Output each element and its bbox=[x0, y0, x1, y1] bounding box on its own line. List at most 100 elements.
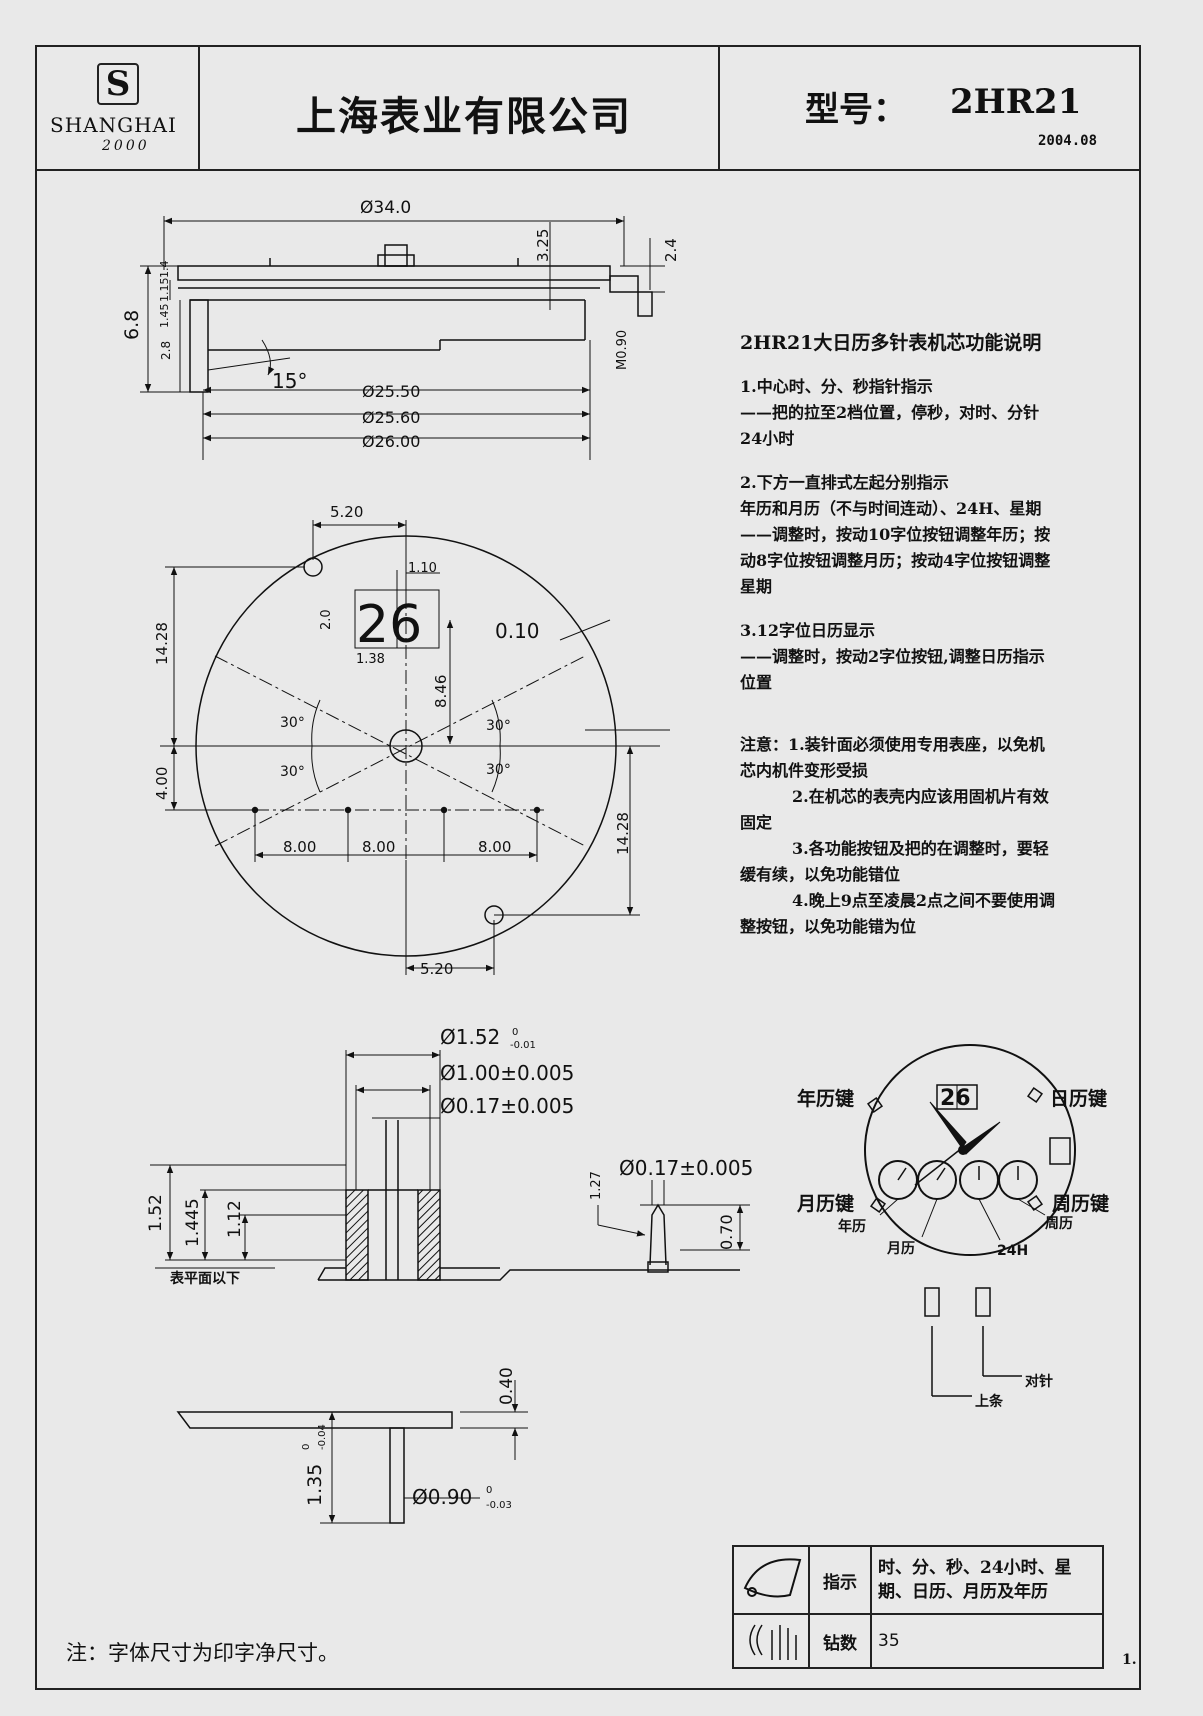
dim-1-15: 1.15 bbox=[158, 278, 171, 303]
hand-post-section bbox=[150, 1050, 750, 1281]
indication-value: 时、分、秒、24小时、星 期、日历、月历及年历 bbox=[870, 1545, 1104, 1615]
section-3-line: 位置 bbox=[740, 673, 773, 692]
angle-30-c: 30° bbox=[486, 718, 511, 734]
jewel-icon-cell bbox=[732, 1613, 810, 1669]
angle-15: 15° bbox=[272, 369, 307, 393]
dim-1-4: 1.4 bbox=[158, 261, 171, 279]
title-block bbox=[37, 47, 1139, 171]
dim-2-8: 2.8 bbox=[159, 341, 173, 360]
dim-m0-90: M0.90 bbox=[615, 330, 630, 370]
dim-1-10: 1.10 bbox=[408, 561, 437, 576]
hand-icon-cell bbox=[732, 1545, 810, 1615]
tol-0-90-upper: 0 bbox=[486, 1485, 492, 1496]
year-subdial-label: 年历 bbox=[838, 1218, 866, 1235]
day-key-label: 日历键 bbox=[1050, 1087, 1107, 1110]
section-2-line: ——调整时，按动10字位按钮调整年历；按 bbox=[740, 525, 1051, 544]
dim-1-27: 1.27 bbox=[589, 1171, 604, 1200]
dim-1-52: 1.52 bbox=[146, 1194, 166, 1232]
angle-30-a: 30° bbox=[280, 715, 305, 731]
page-number: 1. bbox=[1122, 1652, 1137, 1668]
tol-1-35-lower: -0.04 bbox=[317, 1424, 328, 1450]
jewels-label: 钻数 bbox=[808, 1613, 872, 1669]
dim-0-70: 0.70 bbox=[717, 1214, 736, 1250]
jewels-value: 35 bbox=[870, 1613, 1104, 1669]
section-2-title: 2.下方一直排式左起分别指示 bbox=[740, 473, 949, 492]
section-2-line: 星期 bbox=[740, 577, 773, 596]
dim-5-20-top: 5.20 bbox=[330, 503, 363, 521]
dial-schematic bbox=[864, 1044, 1076, 1397]
dim-14-28-left: 14.28 bbox=[153, 622, 171, 665]
dim-2-4: 2.4 bbox=[662, 238, 680, 262]
section-2-line: 年历和月历（不与时间连动）、24H、星期 bbox=[740, 499, 1042, 518]
dim-dia-1-52: Ø1.52 bbox=[440, 1025, 500, 1049]
dim-dia-0-17: Ø0.17±0.005 bbox=[440, 1094, 574, 1118]
caution-1: 注意：1.装针面必须使用专用表座，以免机 bbox=[740, 735, 1045, 754]
caution-3: 3.各功能按钮及把的在调整时，要轻 bbox=[792, 839, 1049, 858]
indication-value-line: 时、分、秒、24小时、星 bbox=[878, 1558, 1072, 1578]
angle-30-b: 30° bbox=[280, 764, 305, 780]
dim-dia-25-50: Ø25.50 bbox=[362, 382, 420, 401]
caution-4-cont: 整按钮，以免功能错为位 bbox=[740, 917, 917, 936]
dim-0-40: 0.40 bbox=[497, 1367, 517, 1405]
notes-title: 2HR21大日历多针表机芯功能说明 bbox=[740, 332, 1042, 354]
indication-value-line: 期、日历、月历及年历 bbox=[878, 1582, 1048, 1602]
dim-8-00-c: 8.00 bbox=[478, 838, 511, 856]
header-divider bbox=[718, 47, 720, 169]
dim-dia-34: Ø34.0 bbox=[360, 198, 411, 218]
hand-section bbox=[176, 1380, 528, 1524]
dim-dia-0-90: Ø0.90 bbox=[412, 1485, 472, 1509]
month-key-label: 月历键 bbox=[796, 1192, 854, 1215]
movement-side-view bbox=[140, 216, 665, 460]
dim-dia-26-00: Ø26.00 bbox=[362, 432, 420, 451]
caution-2: 2.在机芯的表壳内应该用固机片有效 bbox=[792, 787, 1049, 806]
dim-14-28-right: 14.28 bbox=[614, 812, 632, 855]
dim-4-00: 4.00 bbox=[153, 767, 171, 800]
below-surface-label: 表平面以下 bbox=[169, 1270, 240, 1287]
dim-dia-1-00: Ø1.00±0.005 bbox=[440, 1061, 574, 1085]
model-label: 型号： bbox=[805, 90, 907, 130]
week-key-label: 周历键 bbox=[1052, 1192, 1109, 1215]
month-subdial-label: 月历 bbox=[886, 1241, 915, 1257]
year-key-label: 年历键 bbox=[797, 1087, 854, 1110]
movement-plan-view bbox=[160, 520, 670, 975]
tol-1-52-lower: -0.01 bbox=[510, 1040, 536, 1051]
drawing-sheet bbox=[35, 45, 1141, 1690]
dim-1-45: 1.45 bbox=[158, 304, 171, 329]
dim-8-00-b: 8.00 bbox=[362, 838, 395, 856]
brand-name: SHANGHAI bbox=[50, 113, 177, 137]
dim-6-8: 6.8 bbox=[121, 310, 143, 340]
dim-8-00-a: 8.00 bbox=[283, 838, 316, 856]
shanghai-logo: S bbox=[97, 63, 139, 105]
dim-2-0: 2.0 bbox=[319, 609, 334, 630]
dial-date-digits: 26 bbox=[940, 1086, 971, 1111]
dim-3-25: 3.25 bbox=[534, 229, 552, 262]
tol-0-90-lower: -0.03 bbox=[486, 1500, 512, 1511]
dim-8-46: 8.46 bbox=[432, 675, 450, 708]
drawing-date: 2004.08 bbox=[1038, 133, 1098, 149]
caution-4: 4.晚上9点至凌晨2点之间不要使用调 bbox=[792, 891, 1055, 910]
indication-label: 指示 bbox=[808, 1545, 872, 1615]
dim-1-445: 1.445 bbox=[183, 1198, 203, 1247]
brand-sub: 2000 bbox=[102, 138, 150, 154]
angle-30-d: 30° bbox=[486, 762, 511, 778]
section-1-line: ——把的拉至2档位置，停秒，对时、分针 bbox=[740, 403, 1040, 422]
dim-dia-0-17-pin: Ø0.17±0.005 bbox=[619, 1156, 753, 1180]
dim-1-38: 1.38 bbox=[356, 652, 385, 667]
caution-2-cont: 固定 bbox=[740, 813, 773, 832]
section-1-title: 1.中心时、分、秒指针指示 bbox=[740, 377, 933, 396]
section-3-title: 3.12字位日历显示 bbox=[740, 621, 875, 640]
dim-0-10: 0.10 bbox=[495, 619, 540, 643]
font-size-note: 注：字体尺寸为印字净尺寸。 bbox=[66, 1641, 339, 1665]
dim-1-35: 1.35 bbox=[304, 1464, 326, 1506]
set-hands-label: 对针 bbox=[1025, 1373, 1053, 1390]
date-window-digits: 26 bbox=[356, 595, 422, 655]
header-divider bbox=[198, 47, 200, 169]
model-number: 2HR21 bbox=[950, 82, 1082, 122]
company-name: 上海表业有限公司 bbox=[296, 93, 632, 140]
dim-5-20-bottom: 5.20 bbox=[420, 960, 453, 978]
section-1-line: 24小时 bbox=[740, 429, 795, 448]
tol-1-35-upper: 0 bbox=[301, 1444, 312, 1450]
dim-dia-25-60: Ø25.60 bbox=[362, 408, 420, 427]
caution-1-cont: 芯内机件变形受损 bbox=[740, 761, 869, 780]
